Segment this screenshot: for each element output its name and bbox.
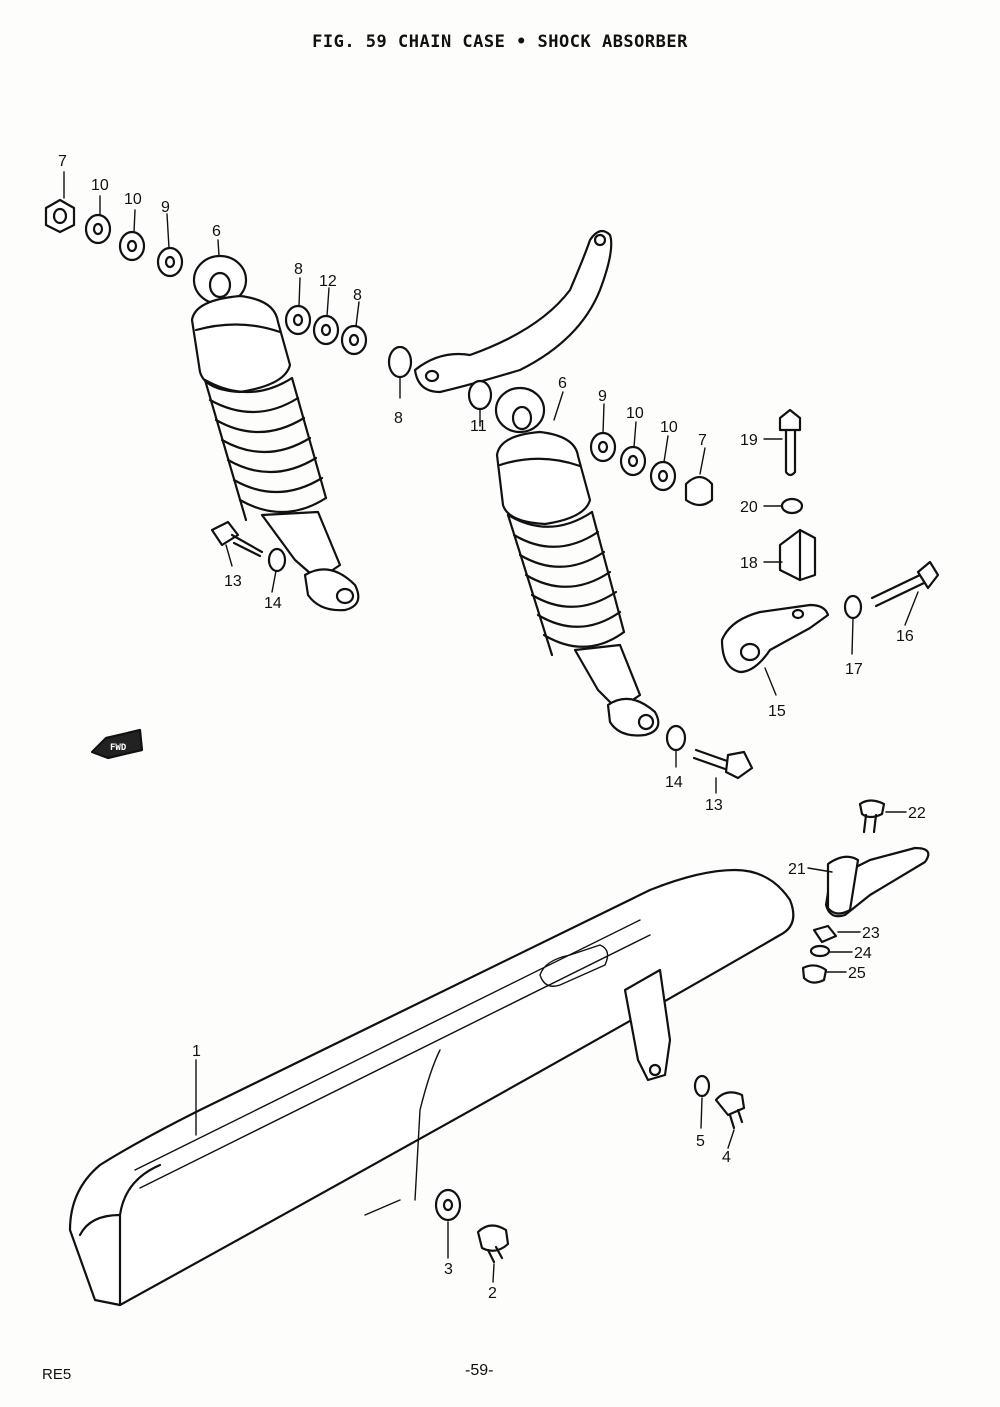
screw-2 [476, 1224, 510, 1264]
shock-right-spring [506, 510, 626, 657]
nut-25 [801, 964, 828, 984]
callout-10: 10 [660, 419, 678, 436]
callout-6: 6 [558, 375, 567, 392]
fwd-direction-arrow: FWD [90, 728, 144, 760]
callout-1: 1 [192, 1043, 201, 1060]
nut-23 [812, 924, 838, 944]
callout-17: 17 [845, 661, 863, 678]
washer-14-left [267, 547, 287, 573]
callout-22: 22 [908, 805, 926, 822]
callout-18: 18 [740, 555, 758, 572]
callout-15: 15 [768, 703, 786, 720]
callout-5: 5 [696, 1133, 705, 1150]
callout-3: 3 [444, 1261, 453, 1278]
upper-bracket [413, 229, 613, 394]
shock-left-spring [203, 376, 328, 522]
washer-17 [843, 594, 863, 620]
washer-14-right [665, 724, 687, 752]
bolt-13-left [210, 520, 264, 558]
callout-24: 24 [854, 945, 872, 962]
washer-11 [467, 379, 493, 411]
screw-22 [858, 799, 886, 834]
callout-13: 13 [224, 573, 242, 590]
callout-12: 12 [319, 273, 337, 290]
page-number: -59- [465, 1362, 494, 1379]
callout-23: 23 [862, 925, 880, 942]
callout-25: 25 [848, 965, 866, 982]
chain-case [68, 868, 795, 1307]
bolt-16 [870, 560, 940, 608]
washer-20 [780, 497, 804, 515]
washer-5 [693, 1074, 711, 1098]
callout-7: 7 [698, 432, 707, 449]
callout-20: 20 [740, 499, 758, 516]
callout-13: 13 [705, 797, 723, 814]
nut-7-right [684, 475, 714, 507]
model-code: RE5 [42, 1366, 72, 1383]
figure-title: FIG. 59 CHAIN CASE • SHOCK ABSORBER [312, 32, 688, 52]
callout-7: 7 [58, 153, 67, 170]
bolt-13-right [692, 748, 754, 780]
bracket-15 [720, 603, 830, 674]
washers-right-group [589, 431, 714, 507]
callout-4: 4 [722, 1149, 731, 1166]
callout-10: 10 [626, 405, 644, 422]
washers-left-group [44, 198, 368, 356]
callout-16: 16 [896, 628, 914, 645]
callout-10: 10 [124, 191, 142, 208]
callout-9: 9 [598, 388, 607, 405]
callout-6: 6 [212, 223, 221, 240]
clip-18 [778, 528, 817, 582]
shock-absorber-right [494, 386, 660, 737]
washer-3 [434, 1188, 462, 1222]
washer-8-right [387, 345, 413, 379]
washer-24 [809, 944, 831, 958]
callout-numbers: 7 10 10 9 6 8 12 8 8 11 6 9 10 10 7 19 2… [58, 153, 926, 1302]
bolt-19 [778, 408, 802, 477]
callout-2: 2 [488, 1285, 497, 1302]
bracket-21 [824, 846, 930, 918]
callout-8: 8 [294, 261, 303, 278]
callout-9: 9 [161, 199, 170, 216]
screw-4 [714, 1091, 746, 1130]
callout-11: 11 [470, 418, 487, 435]
callout-14: 14 [665, 774, 683, 791]
callout-14: 14 [264, 595, 282, 612]
fwd-label: FWD [110, 743, 127, 753]
callout-8: 8 [394, 410, 403, 427]
callout-21: 21 [788, 861, 806, 878]
shock-absorber-left [190, 254, 360, 612]
callout-10: 10 [91, 177, 109, 194]
callout-8: 8 [353, 287, 362, 304]
leader-lines [63, 171, 919, 1283]
callout-19: 19 [740, 432, 758, 449]
